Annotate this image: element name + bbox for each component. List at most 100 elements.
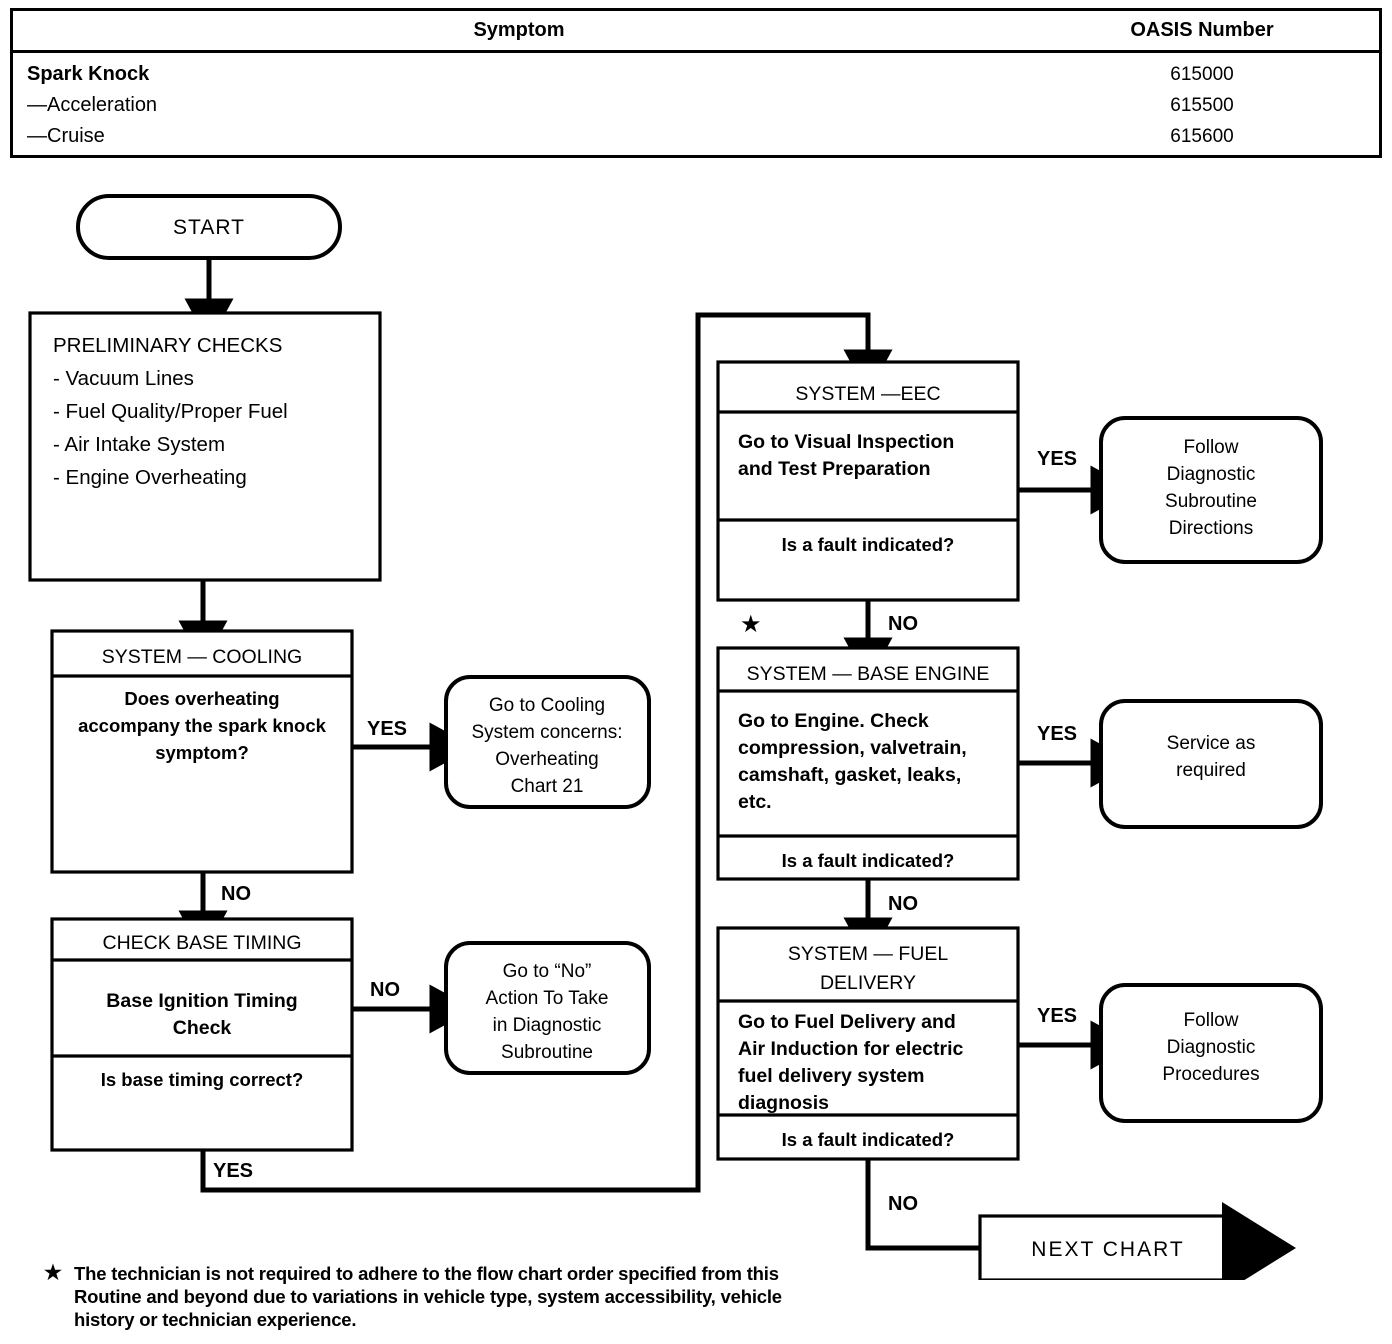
base-engine-yes-label: YES bbox=[1037, 723, 1077, 745]
eec-yes-label: YES bbox=[1037, 448, 1077, 470]
fuel-yes-target-line-0: Follow bbox=[1184, 1010, 1239, 1031]
eec-header-label: SYSTEM —EEC bbox=[795, 383, 940, 405]
cooling-yes-target-line-0: Go to Cooling bbox=[489, 695, 605, 716]
eec-no-label: NO bbox=[888, 613, 918, 635]
symptom-item-1: —Acceleration bbox=[27, 94, 158, 116]
star-marker-base-engine: ★ bbox=[740, 611, 762, 638]
timing-action-line-1: Base Ignition Timing bbox=[106, 990, 297, 1012]
connector-timing-yes-to-eec bbox=[200, 312, 893, 1193]
connector-fuel-no-to-next-chart bbox=[865, 1159, 980, 1251]
timing-no-target-line-2: in Diagnostic bbox=[493, 1015, 602, 1036]
fuel-header-line-1: SYSTEM — FUEL bbox=[788, 943, 949, 965]
symptom-item-2: —Cruise bbox=[27, 125, 105, 147]
header-cell-symptom: Symptom bbox=[12, 10, 1026, 52]
start-label: START bbox=[173, 216, 245, 239]
cooling-question-line-2: accompany the spark knock bbox=[78, 715, 327, 736]
next-chart-label: NEXT CHART bbox=[1031, 1238, 1184, 1261]
base-engine-yes-target-line-1: required bbox=[1176, 760, 1246, 781]
timing-header-label: CHECK BASE TIMING bbox=[102, 932, 301, 954]
node-eec-yes-target: Follow Diagnostic Subroutine Directions bbox=[1099, 416, 1323, 564]
next-chart-arrow-icon bbox=[1222, 1202, 1296, 1280]
diagnostic-flow-chart: START PRELIMINARY CHECKS - Vacuum Lines … bbox=[28, 194, 1323, 1280]
timing-no-target-line-0: Go to “No” bbox=[503, 961, 592, 982]
symptom-oasis-table: Symptom OASIS Number Spark Knock —Accele… bbox=[10, 8, 1382, 158]
header-oasis-label: OASIS Number bbox=[1130, 19, 1274, 41]
footnote-line-2: Routine and beyond due to variations in … bbox=[74, 1286, 782, 1307]
eec-yes-target-line-1: Diagnostic bbox=[1167, 464, 1256, 485]
node-cooling-yes-target: Go to Cooling System concerns: Overheati… bbox=[444, 675, 651, 809]
footnote-line-1: The technician is not required to adhere… bbox=[74, 1263, 779, 1284]
preliminary-item-3: - Engine Overheating bbox=[53, 466, 247, 489]
footnote: ★ The technician is not required to adhe… bbox=[44, 1262, 1004, 1331]
preliminary-checks-box bbox=[28, 311, 382, 582]
base-engine-question-label: Is a fault indicated? bbox=[782, 850, 955, 871]
node-start: START bbox=[76, 194, 342, 260]
fuel-yes-label: YES bbox=[1037, 1005, 1077, 1027]
preliminary-checks-title: PRELIMINARY CHECKS bbox=[53, 334, 282, 357]
fuel-question-label: Is a fault indicated? bbox=[782, 1129, 955, 1150]
preliminary-item-0: - Vacuum Lines bbox=[53, 367, 194, 390]
fuel-action-line-2: Air Induction for electric bbox=[738, 1038, 964, 1060]
base-engine-action-line-1: Go to Engine. Check bbox=[738, 710, 929, 732]
fuel-yes-target-line-2: Procedures bbox=[1162, 1064, 1259, 1085]
timing-question-label: Is base timing correct? bbox=[101, 1069, 304, 1090]
base-engine-yes-target-shape bbox=[1099, 699, 1323, 829]
base-engine-action-line-2: compression, valvetrain, bbox=[738, 737, 967, 759]
node-system-eec: SYSTEM —EEC Go to Visual Inspection and … bbox=[716, 360, 1020, 602]
fuel-no-label: NO bbox=[888, 1193, 918, 1215]
table-header-row: Symptom OASIS Number bbox=[11, 10, 1381, 52]
oasis-number-2: 615600 bbox=[1170, 126, 1234, 147]
fuel-yes-target-shape bbox=[1099, 983, 1323, 1123]
header-cell-oasis: OASIS Number bbox=[1025, 10, 1381, 52]
fuel-action-line-4: diagnosis bbox=[738, 1092, 829, 1114]
fuel-yes-target-line-1: Diagnostic bbox=[1167, 1037, 1256, 1058]
symptom-cell: Spark Knock —Acceleration —Cruise bbox=[12, 52, 1026, 157]
cooling-no-label: NO bbox=[221, 883, 251, 905]
preliminary-item-2: - Air Intake System bbox=[53, 433, 225, 456]
eec-box bbox=[716, 360, 1020, 602]
cooling-yes-target-line-1: System concerns: bbox=[472, 722, 623, 743]
node-preliminary-checks: PRELIMINARY CHECKS - Vacuum Lines - Fuel… bbox=[28, 311, 382, 582]
cooling-yes-target-line-2: Overheating bbox=[495, 749, 599, 770]
node-system-base-engine: SYSTEM — BASE ENGINE Go to Engine. Check… bbox=[716, 646, 1020, 881]
fuel-action-line-3: fuel delivery system bbox=[738, 1065, 924, 1087]
oasis-list: 615000 615500 615600 bbox=[1025, 53, 1379, 152]
eec-action-line-1: Go to Visual Inspection bbox=[738, 431, 954, 453]
symptom-list: Spark Knock —Acceleration —Cruise bbox=[13, 53, 1025, 152]
node-timing-no-target: Go to “No” Action To Take in Diagnostic … bbox=[444, 941, 651, 1075]
header-symptom-label: Symptom bbox=[473, 19, 565, 41]
footnote-line-3: history or technician experience. bbox=[74, 1309, 357, 1330]
base-engine-action-line-4: etc. bbox=[738, 791, 772, 813]
next-chart-box[interactable] bbox=[978, 1214, 1229, 1280]
base-engine-no-label: NO bbox=[888, 893, 918, 915]
node-system-cooling: SYSTEM — COOLING Does overheating accomp… bbox=[50, 629, 354, 874]
fuel-action-line-1: Go to Fuel Delivery and bbox=[738, 1011, 956, 1033]
timing-no-target-shape bbox=[444, 941, 651, 1075]
timing-no-target-line-1: Action To Take bbox=[486, 988, 609, 1009]
eec-action-line-2: and Test Preparation bbox=[738, 458, 931, 480]
node-system-fuel-delivery: SYSTEM — FUEL DELIVERY Go to Fuel Delive… bbox=[716, 926, 1020, 1161]
fuel-header-line-2: DELIVERY bbox=[820, 972, 916, 994]
cooling-yes-label: YES bbox=[367, 718, 407, 740]
preliminary-item-1: - Fuel Quality/Proper Fuel bbox=[53, 400, 288, 423]
node-fuel-yes-target: Follow Diagnostic Procedures bbox=[1099, 983, 1323, 1123]
base-engine-action-line-3: camshaft, gasket, leaks, bbox=[738, 764, 961, 786]
base-engine-yes-target-line-0: Service as bbox=[1167, 733, 1256, 754]
cooling-question-line-1: Does overheating bbox=[124, 688, 279, 709]
timing-yes-label: YES bbox=[213, 1160, 253, 1182]
node-next-chart[interactable]: NEXT CHART bbox=[978, 1202, 1296, 1280]
oasis-number-1: 615500 bbox=[1170, 95, 1234, 116]
timing-box bbox=[50, 917, 354, 1152]
fuel-box bbox=[716, 926, 1020, 1161]
node-check-base-timing: CHECK BASE TIMING Base Ignition Timing C… bbox=[50, 917, 354, 1152]
oasis-number-0: 615000 bbox=[1170, 64, 1234, 85]
oasis-cell: 615000 615500 615600 bbox=[1025, 52, 1381, 157]
timing-action-line-2: Check bbox=[173, 1017, 232, 1039]
symptom-item-0: Spark Knock bbox=[27, 63, 150, 85]
timing-no-target-line-3: Subroutine bbox=[501, 1042, 593, 1063]
cooling-yes-target-shape bbox=[444, 675, 651, 809]
cooling-question-line-3: symptom? bbox=[155, 742, 249, 763]
base-engine-header-label: SYSTEM — BASE ENGINE bbox=[747, 663, 990, 685]
eec-yes-target-shape bbox=[1099, 416, 1323, 564]
